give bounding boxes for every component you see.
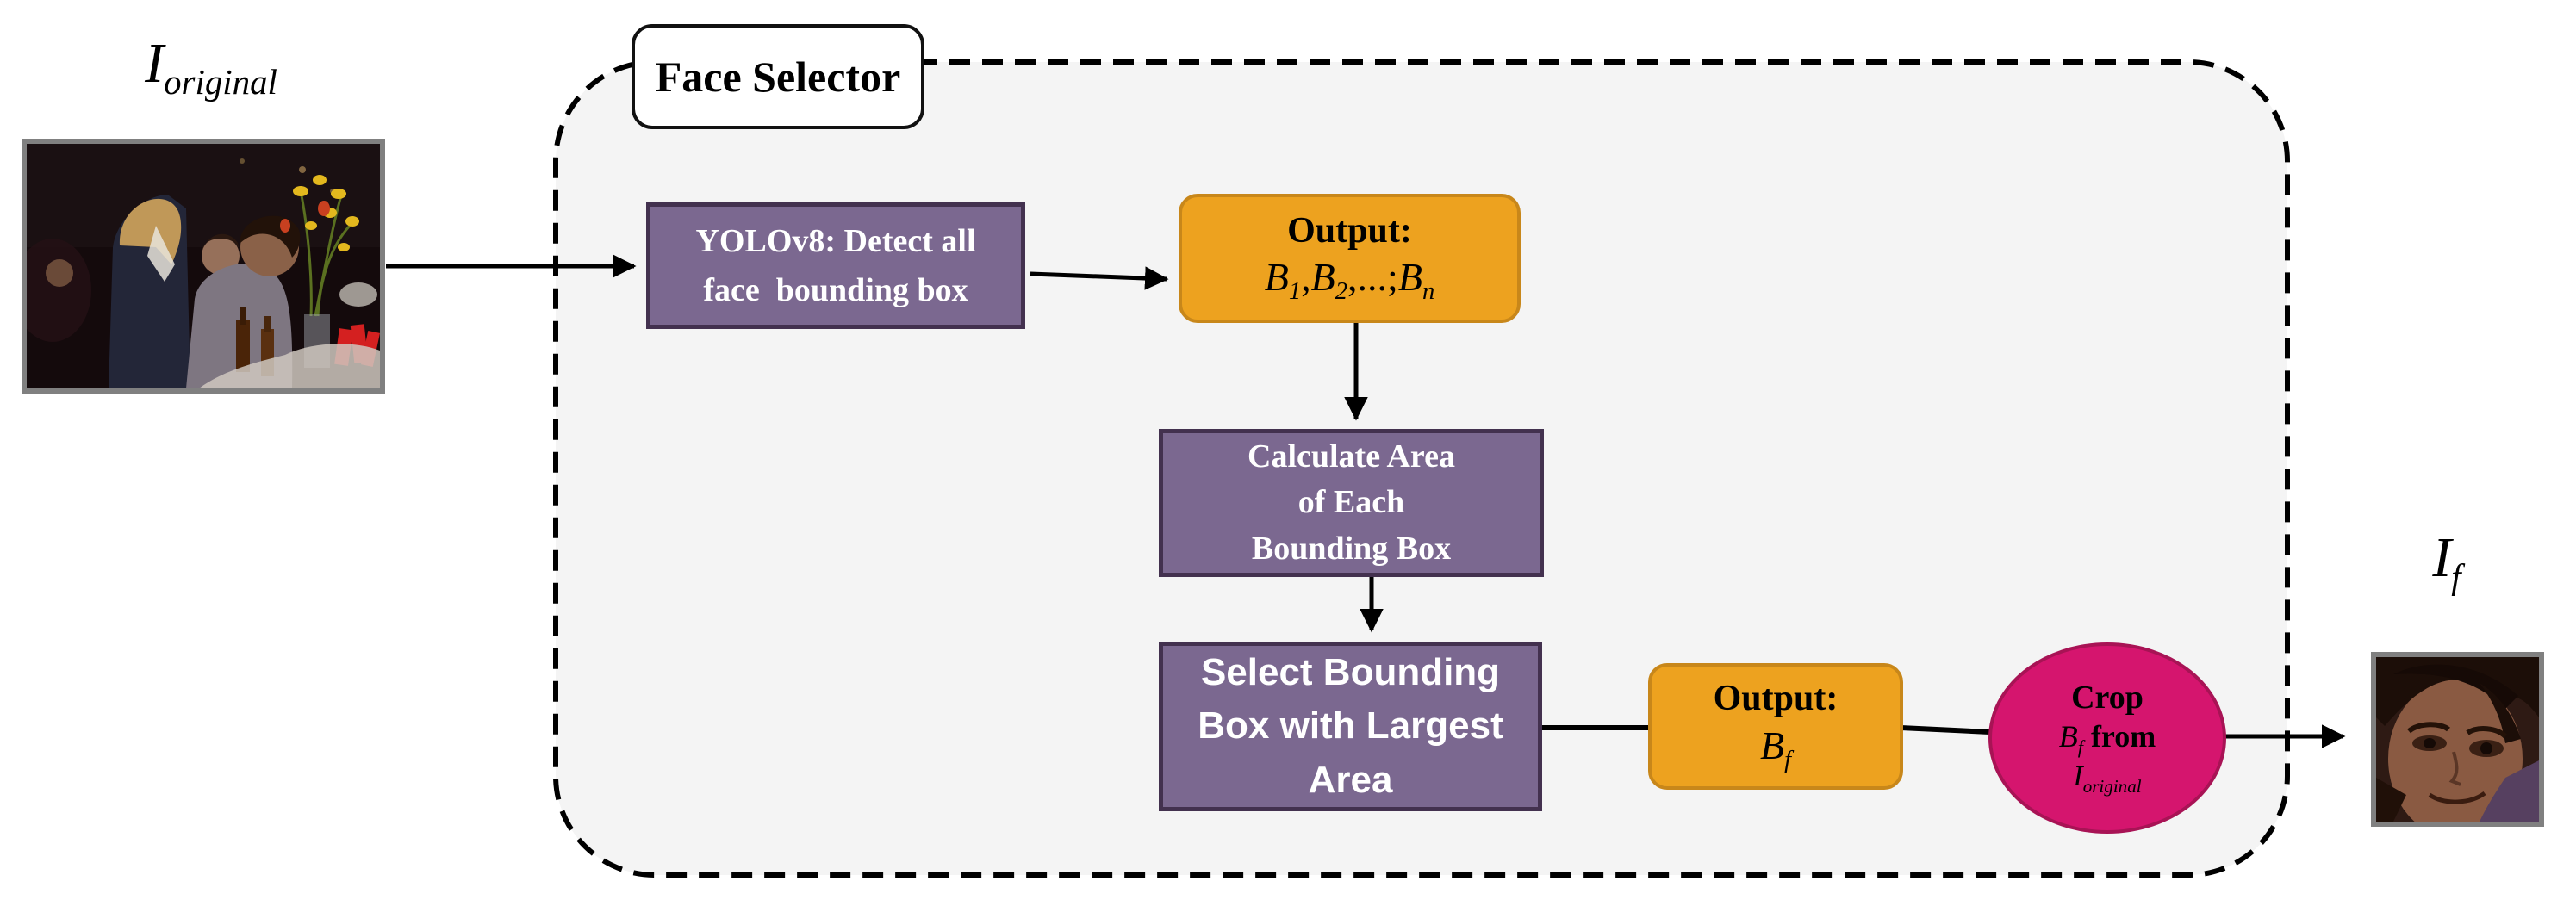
- face-selector-title-text: Face Selector: [655, 53, 901, 101]
- crop-ellipse: Crop Bf from Ioriginal: [1988, 642, 2226, 834]
- crop-line-1: Crop: [2071, 680, 2144, 717]
- scene-illustration: [27, 144, 380, 388]
- select-line-3: Area: [1308, 758, 1393, 801]
- output2-title: Output:: [1713, 679, 1839, 719]
- crop-line-3: Ioriginal: [2073, 760, 2142, 797]
- output-bf-box: Output: Bf: [1648, 663, 1903, 790]
- output-bboxes-box: Output: B1,B2,...;Bn: [1179, 194, 1521, 323]
- output1-title: Output:: [1287, 210, 1412, 251]
- face-illustration: [2376, 657, 2539, 822]
- select-largest-box: Select Bounding Box with Largest Area: [1159, 642, 1542, 811]
- calc-line-3: Bounding Box: [1251, 530, 1452, 567]
- calc-line-1: Calculate Area: [1248, 438, 1455, 475]
- output-image-label: If: [2432, 526, 2461, 597]
- original-scene-image: [22, 139, 385, 394]
- face-selector-title: Face Selector: [632, 24, 924, 129]
- calculate-area-box: Calculate Area of Each Bounding Box: [1159, 429, 1544, 577]
- calc-line-2: of Each: [1297, 484, 1405, 521]
- output2-formula: Bf: [1759, 723, 1792, 773]
- yolo-line-1: YOLOv8: Detect all: [695, 223, 976, 260]
- yolo-detect-box: YOLOv8: Detect all face bounding box: [646, 202, 1025, 329]
- output1-formula: B1,B2,...;Bn: [1264, 255, 1435, 306]
- select-line-1: Select Bounding: [1200, 650, 1501, 693]
- crop-line-2: Bf from: [2058, 718, 2156, 758]
- arrow-yolo-to-output1: [1030, 266, 1169, 290]
- input-image-label: Ioriginal: [145, 32, 277, 102]
- face-crop-image: [2371, 652, 2544, 827]
- yolo-line-2: face bounding box: [703, 271, 968, 308]
- select-line-2: Box with Largest: [1198, 704, 1503, 748]
